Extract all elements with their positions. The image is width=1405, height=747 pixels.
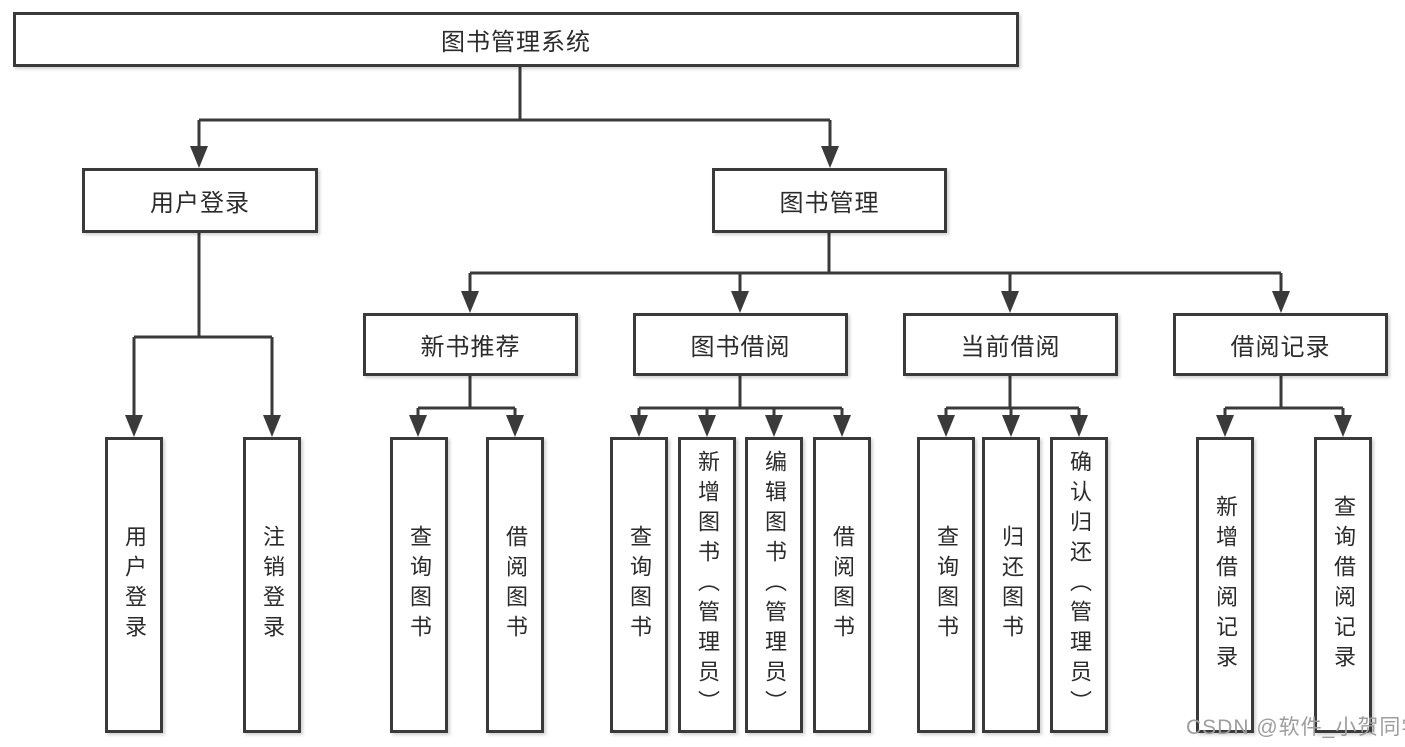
arrow-icon [937, 415, 955, 437]
arrow-icon [630, 415, 648, 437]
node-book-borrow-label: 图书借阅 [690, 334, 791, 361]
arrow-icon [698, 415, 716, 437]
node-new-book-recommend-label: 新书推荐 [420, 334, 521, 361]
node-borrow-records: 借阅记录 [1173, 313, 1388, 376]
node-borrow-records-label: 借阅记录 [1230, 334, 1331, 361]
leaf-add-books-admin-label: 新增图书（管理员） [695, 450, 720, 720]
connector-book-management [468, 233, 1283, 292]
leaf-query-books-recommend-label: 查询图书 [407, 525, 432, 645]
node-new-book-recommend: 新书推荐 [363, 313, 578, 376]
leaf-user-login: 用户登录 [105, 437, 163, 733]
leaf-borrow-books-recommend-label: 借阅图书 [503, 525, 528, 645]
arrow-icon [409, 415, 427, 437]
leaf-confirm-return-admin-label: 确认归还（管理员） [1067, 450, 1092, 720]
arrow-icon [461, 291, 479, 313]
arrow-icon [263, 415, 281, 437]
leaf-borrow-books: 借阅图书 [813, 437, 871, 733]
arrow-icon [125, 415, 143, 437]
leaf-logout-label: 注销登录 [260, 525, 285, 645]
arrow-icon [821, 146, 839, 168]
arrow-icon [731, 291, 749, 313]
node-book-management-label: 图书管理 [779, 190, 880, 217]
connector-borrow-records [1223, 376, 1345, 416]
leaf-borrow-books-label: 借阅图书 [830, 525, 855, 645]
leaf-add-borrow-record-label: 新增借阅记录 [1213, 495, 1238, 675]
node-root: 图书管理系统 [13, 12, 1019, 67]
connector-book-borrow [637, 376, 844, 416]
connector-root [197, 67, 832, 147]
arrow-icon [190, 146, 208, 168]
leaf-query-books-recommend: 查询图书 [390, 437, 448, 733]
leaf-query-books-borrow-label: 查询图书 [627, 525, 652, 645]
node-user-login-label: 用户登录 [150, 190, 250, 217]
arrow-icon [1334, 415, 1352, 437]
leaf-query-borrow-record-label: 查询借阅记录 [1331, 495, 1356, 675]
leaf-edit-books-admin-label: 编辑图书（管理员） [762, 450, 787, 720]
leaf-edit-books-admin: 编辑图书（管理员） [745, 437, 803, 733]
leaf-return-books: 归还图书 [982, 437, 1040, 733]
csdn-watermark: CSDN @软件_小贺同学 [1186, 716, 1405, 739]
arrow-icon [1070, 415, 1088, 437]
leaf-query-books-current: 查询图书 [917, 437, 975, 733]
node-current-borrow: 当前借阅 [903, 313, 1118, 376]
arrow-icon [1272, 291, 1290, 313]
leaf-logout: 注销登录 [243, 437, 301, 733]
arrow-icon [1216, 415, 1234, 437]
leaf-query-books-current-label: 查询图书 [934, 525, 959, 645]
leaf-return-books-label: 归还图书 [999, 525, 1024, 645]
connector-new-book-recommend [416, 376, 517, 416]
leaf-add-books-admin: 新增图书（管理员） [678, 437, 736, 733]
arrow-icon [765, 415, 783, 437]
connector-user-login [132, 233, 274, 416]
node-book-management: 图书管理 [712, 168, 947, 233]
node-current-borrow-label: 当前借阅 [960, 334, 1061, 361]
leaf-user-login-label: 用户登录 [122, 525, 147, 645]
leaf-add-borrow-record: 新增借阅记录 [1196, 437, 1254, 733]
leaf-query-books-borrow: 查询图书 [610, 437, 668, 733]
connector-current-borrow [944, 376, 1081, 416]
arrow-icon [506, 415, 524, 437]
leaf-query-borrow-record: 查询借阅记录 [1314, 437, 1372, 733]
leaf-confirm-return-admin: 确认归还（管理员） [1050, 437, 1108, 733]
node-user-login: 用户登录 [82, 168, 318, 233]
leaf-borrow-books-recommend: 借阅图书 [486, 437, 544, 733]
arrow-icon [1001, 291, 1019, 313]
arrow-icon [833, 415, 851, 437]
arrow-icon [1002, 415, 1020, 437]
node-root-label: 图书管理系统 [441, 29, 591, 56]
node-book-borrow: 图书借阅 [633, 313, 848, 376]
